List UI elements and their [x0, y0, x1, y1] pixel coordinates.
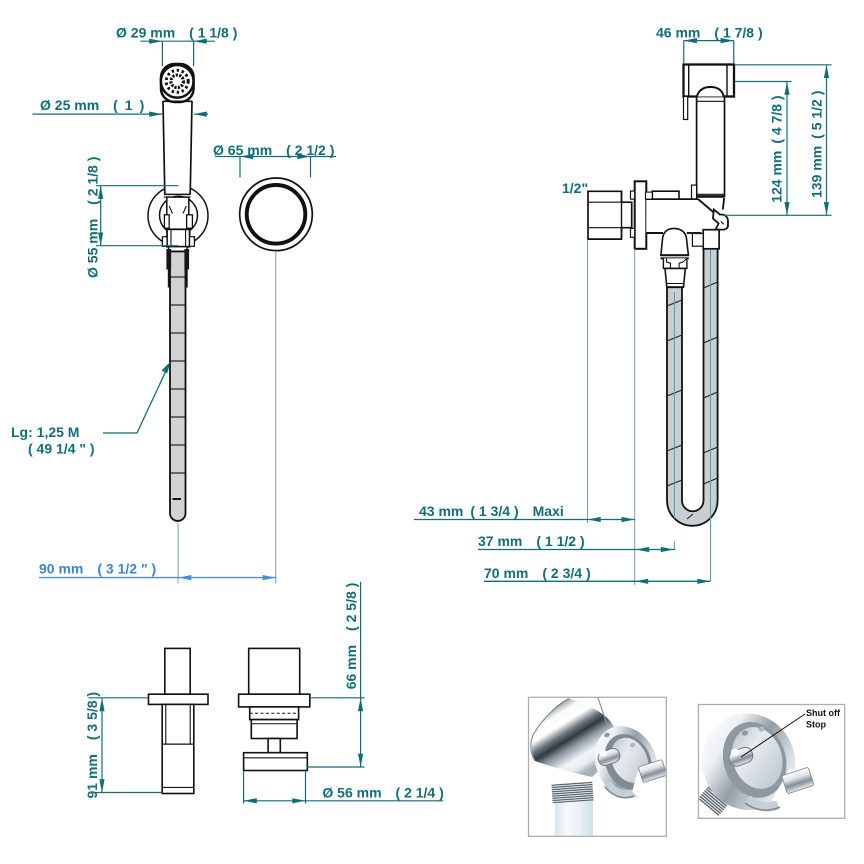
svg-text:Shut off: Shut off: [806, 708, 841, 718]
svg-text:Ø 65 mm ( 2 1/2 ): Ø 65 mm ( 2 1/2 ): [213, 142, 334, 158]
svg-text:43 mm ( 1 3/4 ) Maxi: 43 mm ( 1 3/4 ) Maxi: [419, 503, 564, 519]
svg-text:139 mm ( 5 1/2 ): 139 mm ( 5 1/2 ): [809, 91, 825, 198]
svg-text:Ø 25 mm ( 1 ): Ø 25 mm ( 1 ): [40, 97, 144, 113]
svg-text:Ø 56 mm ( 2 1/4 ): Ø 56 mm ( 2 1/4 ): [322, 784, 443, 800]
svg-text:1/2": 1/2": [562, 180, 588, 196]
svg-text:70 mm ( 2 3/4 ): 70 mm ( 2 3/4 ): [484, 565, 591, 581]
svg-text:124 mm ( 4 7/8 ): 124 mm ( 4 7/8 ): [769, 95, 785, 202]
svg-text:37 mm ( 1 1/2 ): 37 mm ( 1 1/2 ): [478, 533, 585, 549]
svg-text:46 mm ( 1 7/8 ): 46 mm ( 1 7/8 ): [656, 25, 763, 41]
svg-text:90 mm ( 3 1/2 " ): 90 mm ( 3 1/2 " ): [39, 561, 156, 577]
svg-text:Ø 55 mm ( 2 1/8 ): Ø 55 mm ( 2 1/8 ): [85, 157, 101, 278]
svg-text:Stop: Stop: [806, 720, 826, 730]
svg-text:Lg: 1,25 M: Lg: 1,25 M: [11, 424, 79, 440]
svg-text:( 49 1/4 " ): ( 49 1/4 " ): [28, 441, 95, 457]
svg-text:66 mm ( 2 5/8 ): 66 mm ( 2 5/8 ): [343, 583, 359, 690]
svg-text:Ø 29 mm ( 1 1/8 ): Ø 29 mm ( 1 1/8 ): [116, 25, 237, 41]
svg-text:91 mm ( 3 5/8 ): 91 mm ( 3 5/8 ): [84, 692, 100, 799]
